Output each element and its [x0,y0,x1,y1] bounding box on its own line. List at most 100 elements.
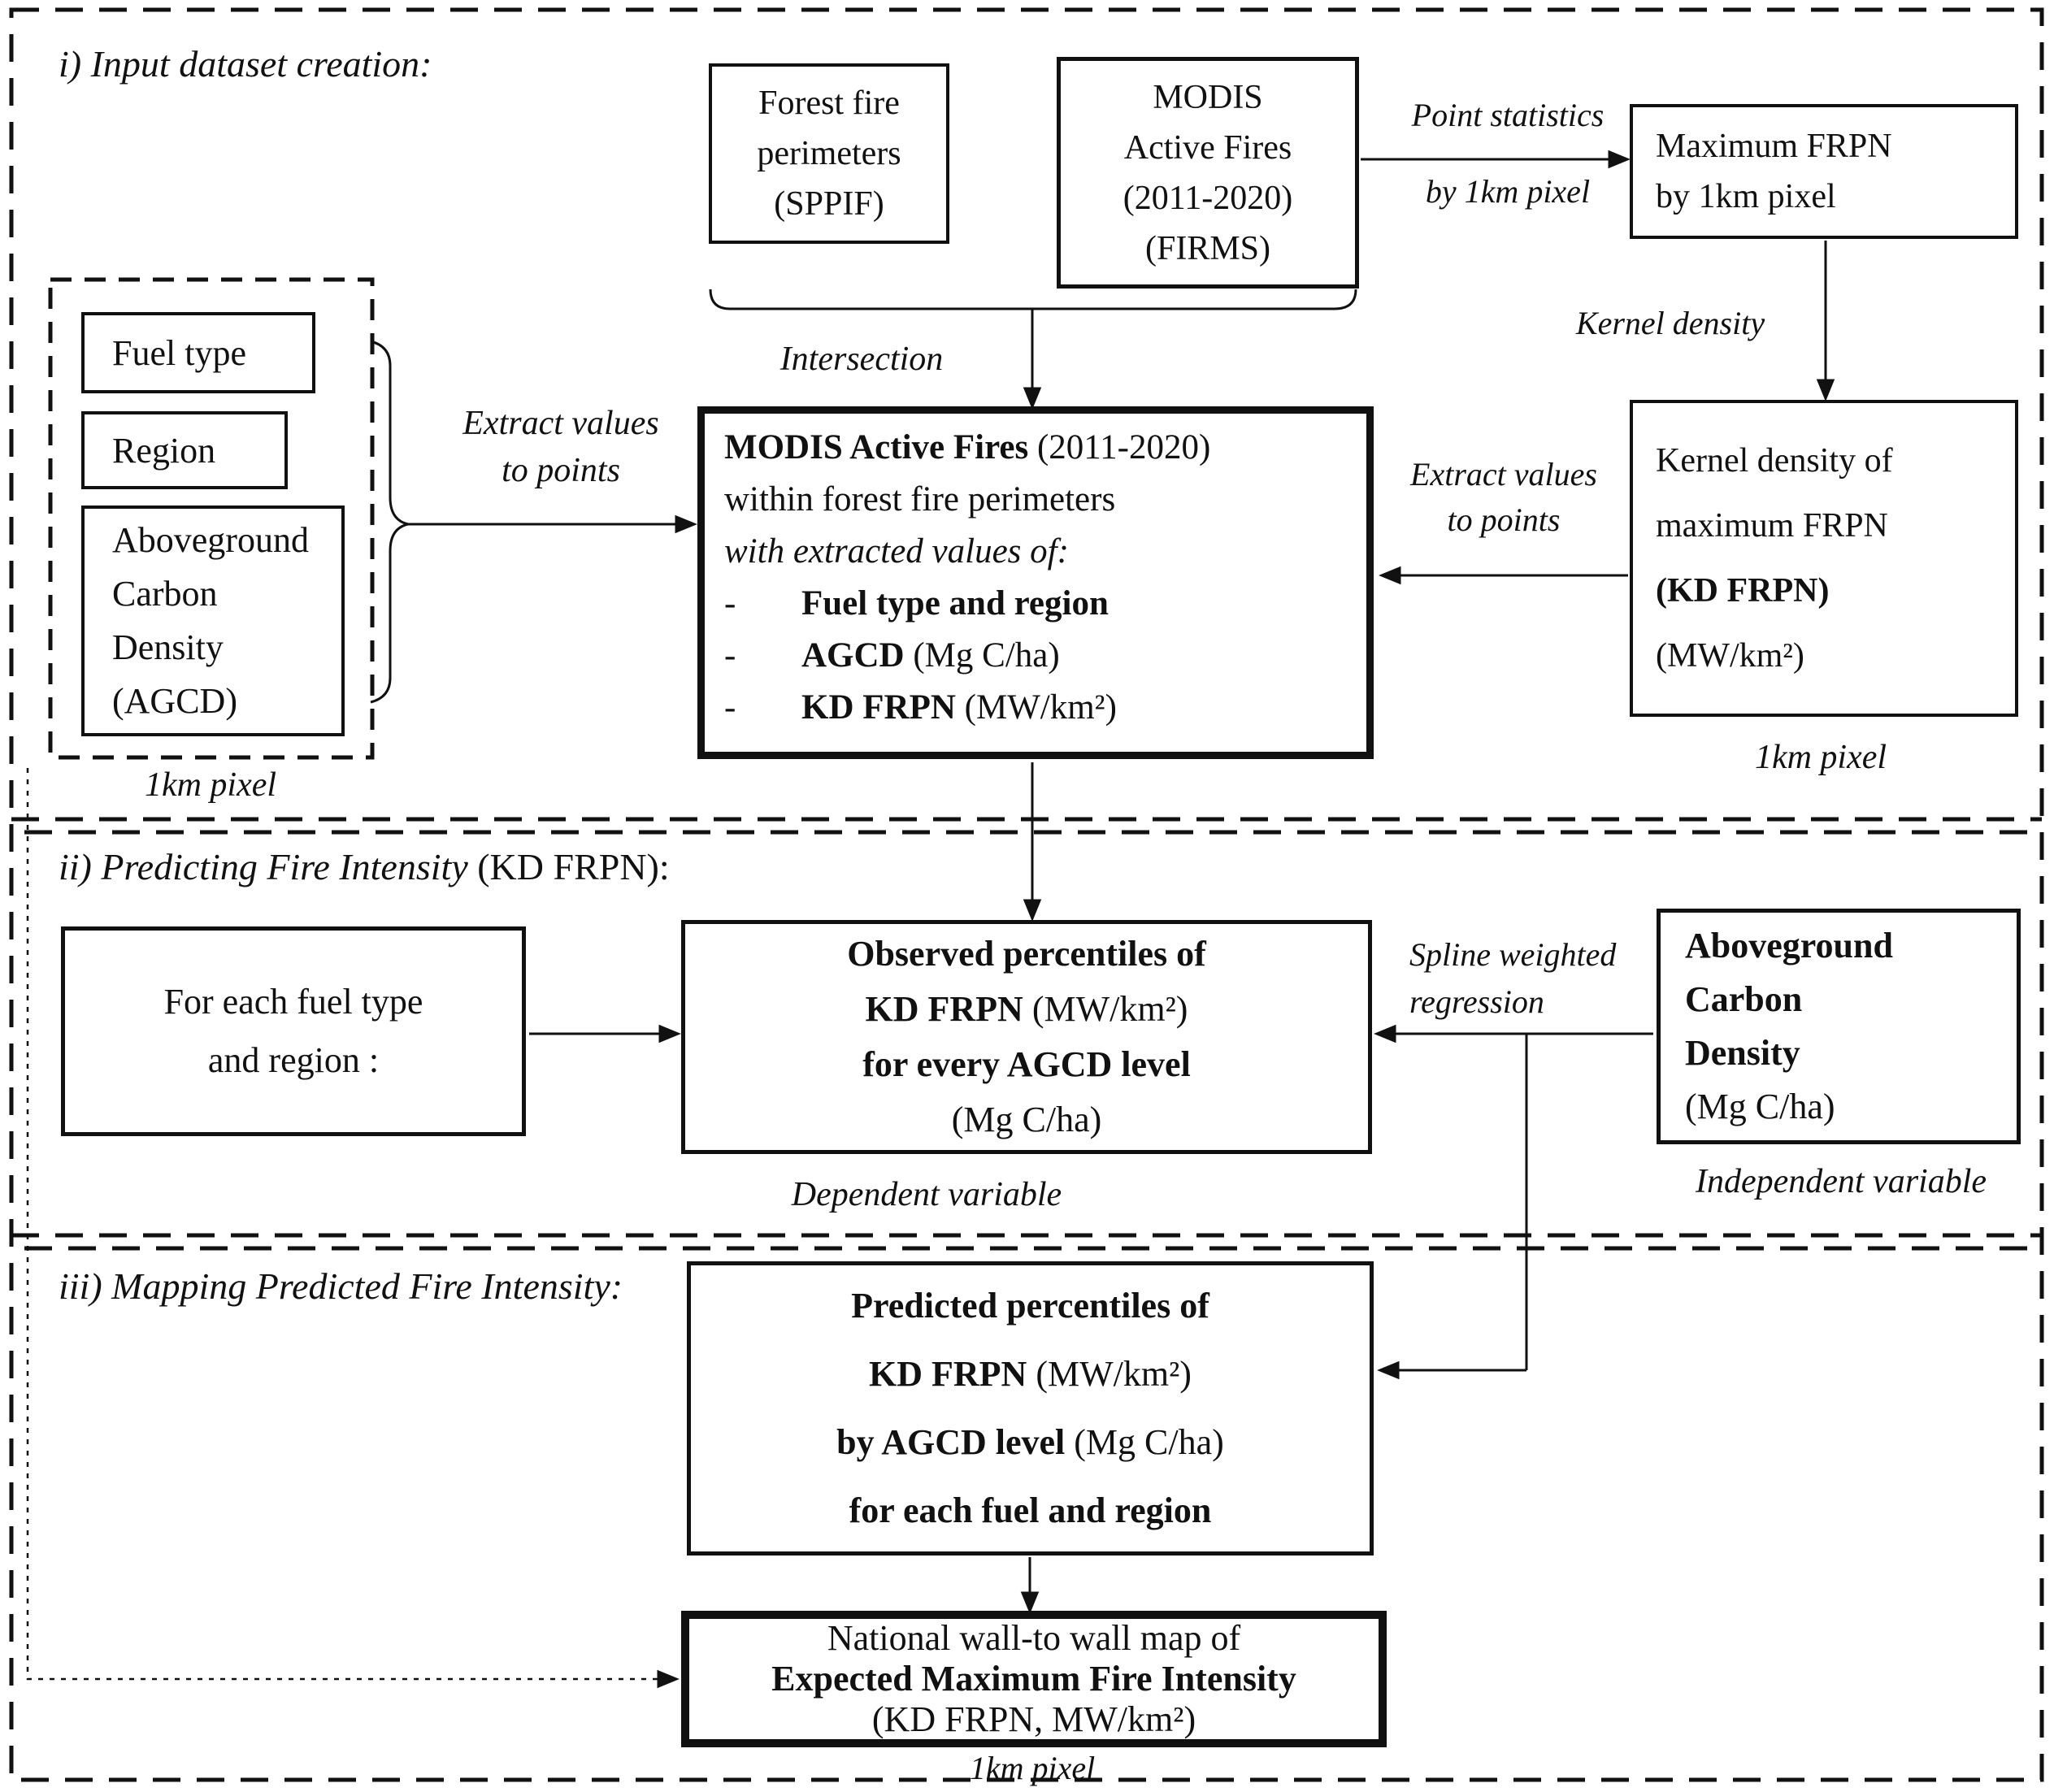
predicted-line4: for each fuel and region [849,1490,1212,1530]
extract-right-line2: to points [1447,501,1561,538]
point-statistics-label-line1: Point statistics [1411,97,1605,133]
modis-bullet-2: - AGCD (Mg C/ha) [724,630,1366,682]
spline-regression-label: Spline weighted regression [1409,931,1653,1026]
fuel-type-box: Fuel type [81,312,315,393]
firms-line1: MODIS [1153,78,1263,116]
pixel-feedback-dotted-line [26,768,665,1681]
agcd-ii-line2: Carbon [1685,979,1803,1019]
predicted-line2: KD FRPN (MW/km²) [869,1340,1192,1408]
modis-bullet-3-rest: (MW/km²) [955,688,1117,727]
modis-bullet-2-rest: (Mg C/ha) [904,636,1060,675]
modis-bullet-1-text: Fuel type and region [801,584,1109,623]
agcd-input-line3: Density [112,627,224,667]
modis-active-fires-source-box: MODIS Active Fires (2011-2020) (FIRMS) [1057,57,1359,289]
spline-branch-arrowhead [1377,1360,1400,1380]
sppif-line2: perimeters [757,135,901,172]
max-frpn-line1: Maximum FRPN [1656,128,1892,165]
agcd-ii-line1: Aboveground [1685,926,1893,965]
national-map-box: National wall-to wall map of Expected Ma… [681,1611,1387,1747]
firms-line4: (FIRMS) [1144,229,1271,267]
observed-line4: (Mg C/ha) [951,1100,1102,1139]
predicted-line3: by AGCD level (Mg C/ha) [836,1408,1224,1477]
inputs-brace [370,340,409,704]
predicted-to-final-arrowhead [1020,1591,1040,1614]
modis-bullet-2-bold: AGCD [801,636,905,675]
agcd-ii-line3: Density [1685,1033,1800,1073]
final-line1: National wall-to wall map of [827,1618,1241,1658]
foreach-to-observed-arrowhead [658,1024,681,1044]
kd-frpn-line2: maximum FRPN [1656,507,1888,545]
predicted-line2-bold: KD FRPN [869,1354,1027,1394]
observed-line2: KD FRPN (MW/km²) [866,982,1188,1037]
region-text: Region [112,430,216,471]
spline-arrowhead [1374,1024,1396,1044]
for-each-fuel-region-box: For each fuel type and region : [61,926,526,1136]
kd-frpn-pixel-caption: 1km pixel [1754,739,1887,776]
modis-main-line1-bold: MODIS Active Fires [724,428,1029,466]
modis-main-line2: within forest fire perimeters [724,480,1116,519]
forest-fire-perimeters-box: Forest fire perimeters (SPPIF) [709,63,949,244]
modis-bullet-3-text: KD FRPN (MW/km²) [801,682,1117,734]
section-i-title: i) Input dataset creation: [59,43,432,85]
inputs-dashed-container [48,277,375,760]
observed-line3: for every AGCD level [862,1044,1191,1084]
foreach-line2: and region : [207,1040,380,1080]
predicted-line2-rest: (MW/km²) [1027,1354,1192,1394]
intersection-label: Intersection [779,341,944,378]
extract-left-arrowhead [675,514,697,534]
observed-line2-rest: (MW/km²) [1023,989,1188,1029]
point-statistics-arrowhead [1608,150,1631,169]
section-ii-title-rest: (KD FRPN): [467,846,670,887]
kd-frpn-box: Kernel density of maximum FRPN (KD FRPN)… [1630,400,2018,717]
agcd-input-line4: (AGCD) [112,681,237,721]
agcd-ii-line4: (Mg C/ha) [1685,1087,1835,1126]
modis-bullet-1: - Fuel type and region [724,578,1366,630]
kd-frpn-line1: Kernel density of [1656,442,1893,479]
section-ii-title: ii) Predicting Fire Intensity (KD FRPN): [59,845,670,888]
observed-percentiles-box: Observed percentiles of KD FRPN (MW/km²)… [681,920,1372,1154]
modis-bullet-3: - KD FRPN (MW/km²) [724,682,1366,734]
agcd-input-box: Aboveground Carbon Density (AGCD) [81,505,345,736]
intersection-arrowhead [1023,387,1042,410]
extract-left-line1: Extract values [462,405,659,442]
modis-bullet-2-dash: - [724,636,736,675]
fuel-type-text: Fuel type [112,332,246,373]
extract-right-arrowhead [1379,566,1401,585]
predicted-line3-rest: (Mg C/ha) [1065,1422,1224,1462]
modis-bullet-1-dash: - [724,584,736,623]
spline-line2: regression [1409,983,1544,1020]
agcd-input-line1: Aboveground [112,520,309,560]
section-iii-title: iii) Mapping Predicted Fire Intensity: [59,1265,623,1307]
extract-right-label: Extract values to points [1382,452,1626,543]
sppif-line3: (SPPIF) [774,185,884,223]
foreach-line1: For each fuel type [163,982,423,1022]
modis-to-observed-arrowhead [1023,899,1042,922]
section-ii-title-italic: ii) Predicting Fire Intensity [59,846,468,887]
modis-main-line1: MODIS Active Fires (2011-2020) [724,422,1366,474]
final-line3: (KD FRPN, MW/km²) [871,1699,1196,1739]
agcd-input-line2: Carbon [112,574,218,614]
kernel-density-arrowhead [1816,379,1835,401]
intersection-bracket [709,289,1357,310]
independent-variable-caption: Independent variable [1695,1163,1987,1200]
modis-main-line3: with extracted values of: [724,532,1069,571]
firms-line3: (2011-2020) [1123,179,1293,217]
final-line2: Expected Maximum Fire Intensity [771,1659,1296,1699]
kernel-density-label: Kernel density [1575,305,1765,341]
predicted-percentiles-box: Predicted percentiles of KD FRPN (MW/km²… [687,1261,1374,1556]
max-frpn-line2: by 1km pixel [1656,178,1836,215]
kd-frpn-line3: (KD FRPN) [1656,572,1830,610]
firms-line2: Active Fires [1123,128,1292,167]
region-box: Region [81,411,288,489]
modis-within-perimeters-box: MODIS Active Fires (2011-2020) within fo… [697,406,1374,759]
predicted-line3-bold: by AGCD level [836,1422,1066,1462]
final-pixel-caption: 1km pixel [969,1750,1096,1786]
spline-line1: Spline weighted [1409,936,1617,973]
observed-line1: Observed percentiles of [847,934,1206,974]
extract-right-line1: Extract values [1410,456,1597,492]
observed-line2-bold: KD FRPN [865,989,1023,1029]
pixel-feedback-arrowhead [657,1669,680,1689]
extract-left-line2: to points [502,452,620,489]
kd-frpn-line4: (MW/km²) [1656,637,1804,675]
